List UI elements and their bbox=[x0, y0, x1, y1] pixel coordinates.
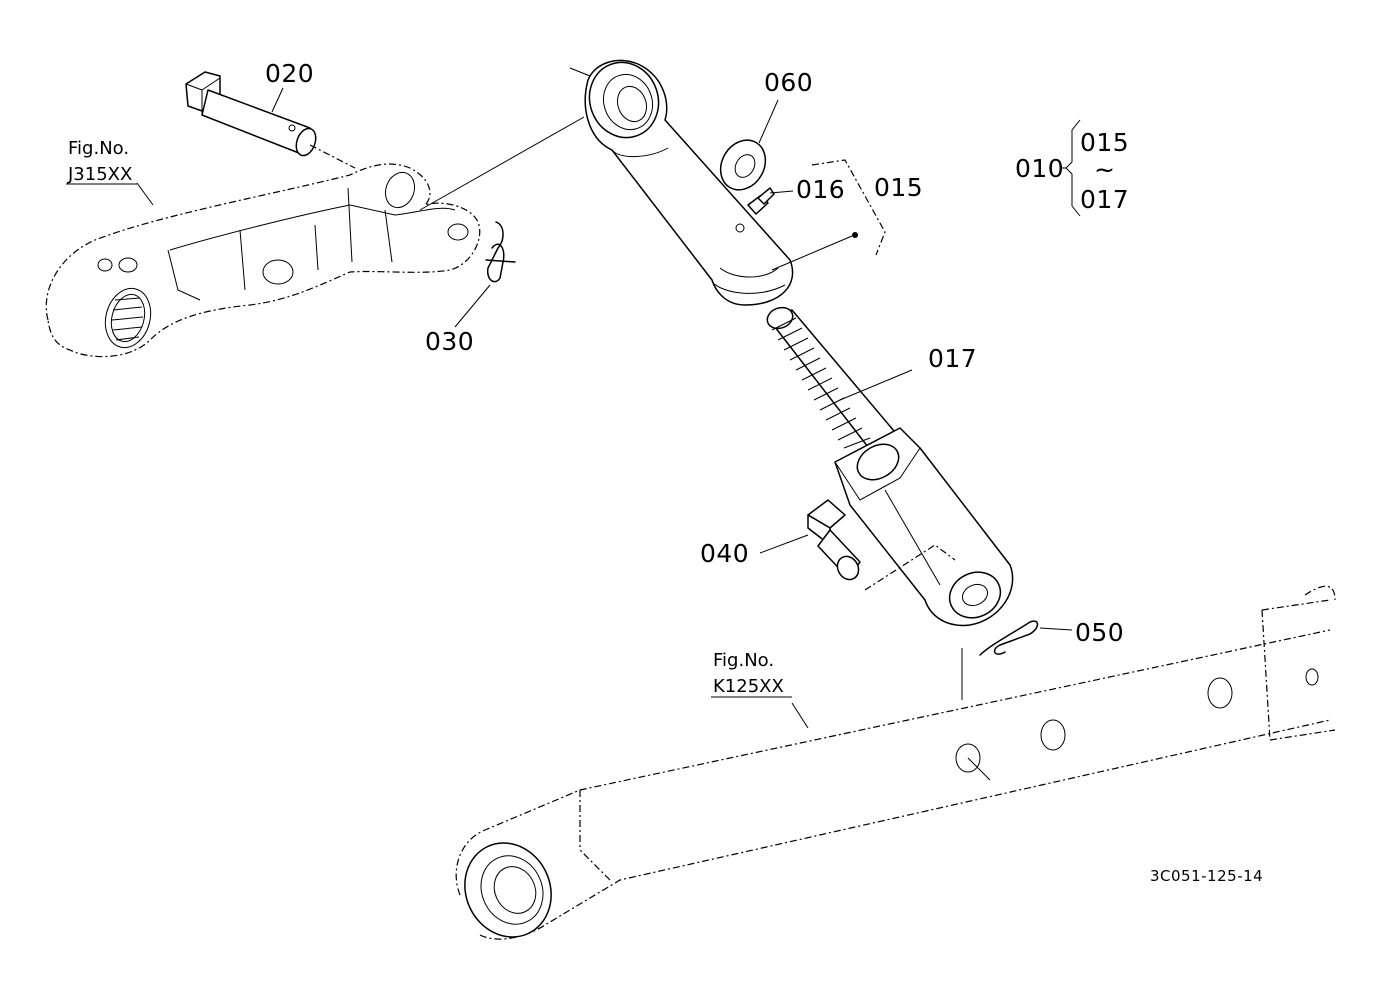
clip-050 bbox=[979, 620, 1039, 656]
washer-060 bbox=[719, 139, 767, 191]
pin-020 bbox=[185, 71, 356, 169]
label-017: 017 bbox=[928, 344, 977, 373]
label-016: 016 bbox=[796, 175, 845, 204]
guide-lines bbox=[136, 87, 1073, 729]
fig-ref-bottom-line1: Fig.No. bbox=[713, 650, 774, 671]
assembly-brace bbox=[1060, 119, 1081, 217]
assembly-label-tilde: ~ bbox=[1094, 155, 1115, 184]
bracket-015 bbox=[811, 159, 886, 256]
pin-040 bbox=[807, 499, 956, 591]
assembly-label-017: 017 bbox=[1080, 185, 1129, 214]
drawing-code: 3C051-125-14 bbox=[1150, 867, 1263, 885]
label-030: 030 bbox=[425, 327, 474, 356]
top-link-body-015 bbox=[569, 59, 858, 306]
label-060: 060 bbox=[764, 68, 813, 97]
assembly-label-015: 015 bbox=[1080, 128, 1129, 157]
assembly-label-010: 010 bbox=[1015, 154, 1064, 183]
threaded-rod-017 bbox=[766, 306, 1014, 627]
label-050: 050 bbox=[1075, 618, 1124, 647]
fig-ref-top-line1: Fig.No. bbox=[68, 138, 129, 159]
label-015: 015 bbox=[874, 173, 923, 202]
clip-030 bbox=[485, 221, 516, 283]
lift-arm bbox=[45, 163, 481, 358]
lower-link bbox=[455, 585, 1336, 940]
label-020: 020 bbox=[265, 59, 314, 88]
grease-nipple-016 bbox=[747, 187, 775, 215]
label-040: 040 bbox=[700, 539, 749, 568]
fig-ref-bottom-line2: K125XX bbox=[713, 676, 784, 697]
fig-ref-top-line2: J315XX bbox=[67, 164, 132, 185]
